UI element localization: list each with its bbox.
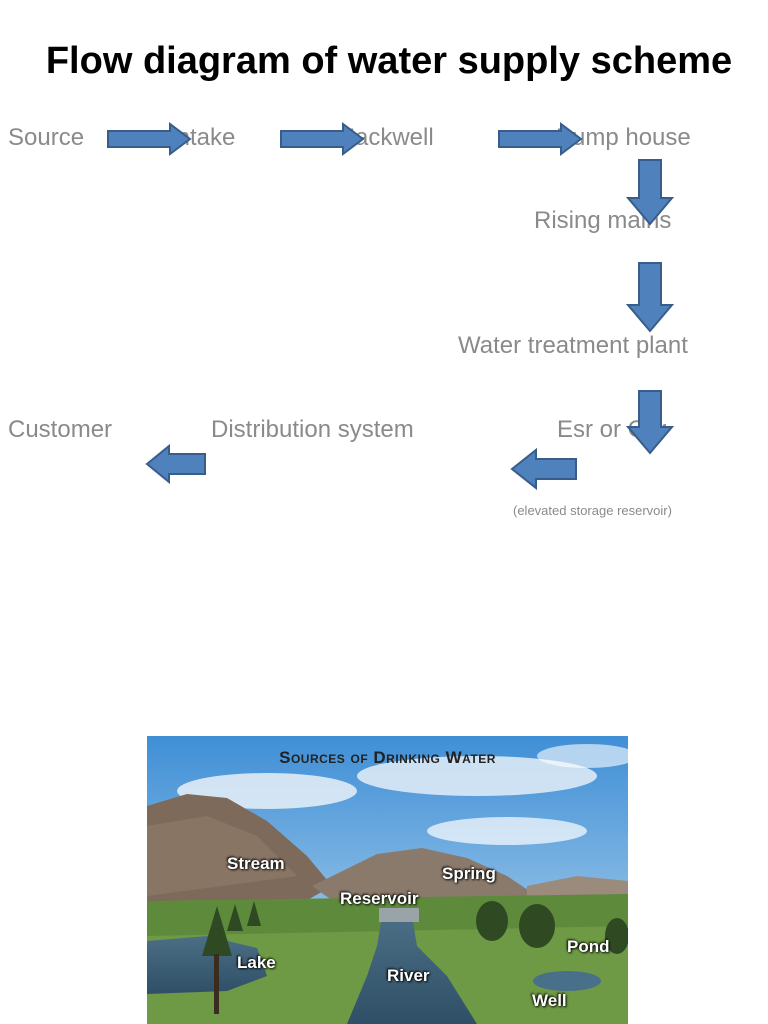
arrow-pump-house-rising-mains — [625, 159, 675, 226]
label-lake: Lake — [237, 953, 276, 972]
label-pond: Pond — [567, 937, 610, 956]
label-well: Well — [532, 991, 567, 1010]
node-distribution-system: Distribution system — [211, 416, 414, 443]
arrow-source-intake — [107, 122, 192, 156]
esr-note: (elevated storage reservoir) — [513, 503, 672, 518]
node-source: Source — [8, 124, 85, 151]
node-water-treatment-plant: Water treatment plant — [458, 332, 688, 359]
picture-title: Sources of Drinking Water — [279, 748, 496, 767]
label-reservoir: Reservoir — [340, 889, 419, 908]
arrow-intake-jackwell — [280, 122, 365, 156]
arrow-esr-distribution — [510, 447, 577, 491]
label-stream: Stream — [227, 854, 285, 873]
arrow-treatment-esr — [625, 390, 675, 455]
landscape-illustration — [147, 736, 628, 1024]
arrow-jackwell-pump-house — [498, 122, 583, 156]
sources-of-drinking-water-image: Sources of Drinking Water Stream Spring … — [147, 736, 628, 1024]
page-title: Flow diagram of water supply scheme — [45, 40, 733, 82]
arrow-distribution-customer — [145, 443, 206, 485]
node-customer: Customer — [8, 416, 113, 443]
label-spring: Spring — [442, 864, 496, 883]
label-river: River — [387, 966, 430, 985]
arrow-rising-mains-treatment — [625, 262, 675, 333]
